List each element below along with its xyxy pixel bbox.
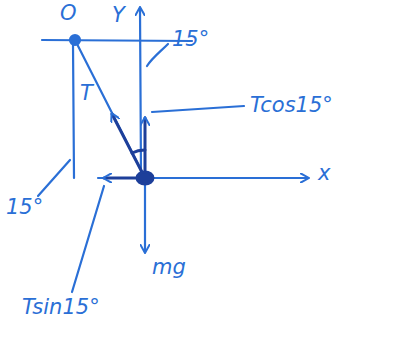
component-label: Tcos15° [250,94,333,117]
force-label: mg [152,256,186,279]
component-label: Tsin15° [22,296,100,319]
axis-label: x [318,162,330,185]
force-label: T [80,82,93,105]
angle-label: 15° [6,196,43,219]
point-label: O [60,2,77,25]
angle-label: 15° [172,28,209,51]
axis-label: Y [112,4,125,27]
